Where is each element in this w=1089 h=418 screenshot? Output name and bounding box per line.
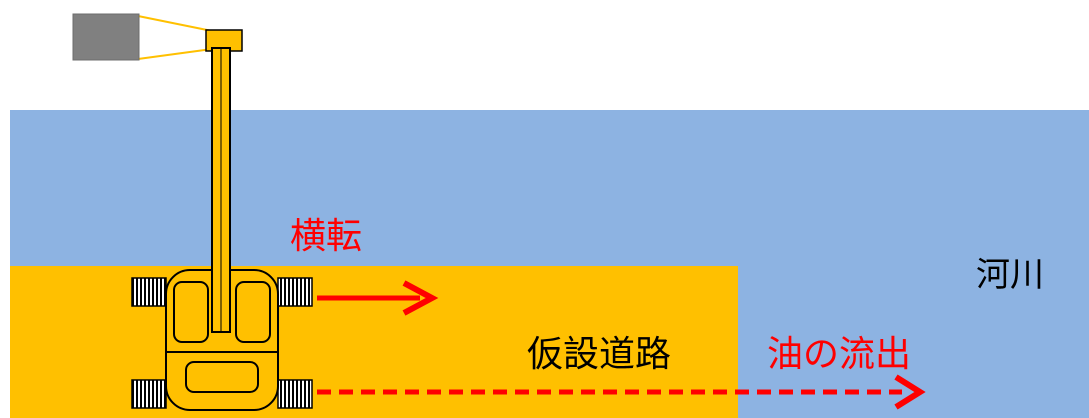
oil-outflow-arrow xyxy=(317,374,926,410)
crawler-track-bottom-right xyxy=(277,379,313,409)
overturn-label: 横転 xyxy=(290,216,362,257)
crawler-track-bottom-left xyxy=(131,379,167,409)
crawler-track-top-left xyxy=(131,277,167,307)
crawler-track-top-right xyxy=(277,277,313,307)
excavator-top-view-icon xyxy=(131,47,313,411)
temporary-road-label: 仮設道路 xyxy=(527,334,671,375)
overturn-arrow xyxy=(317,280,439,316)
engine-cover xyxy=(185,361,259,393)
river-label: 河川 xyxy=(976,255,1044,295)
oil-outflow-label: 油の流出 xyxy=(767,334,911,375)
surveillance-camera-icon xyxy=(72,13,243,61)
